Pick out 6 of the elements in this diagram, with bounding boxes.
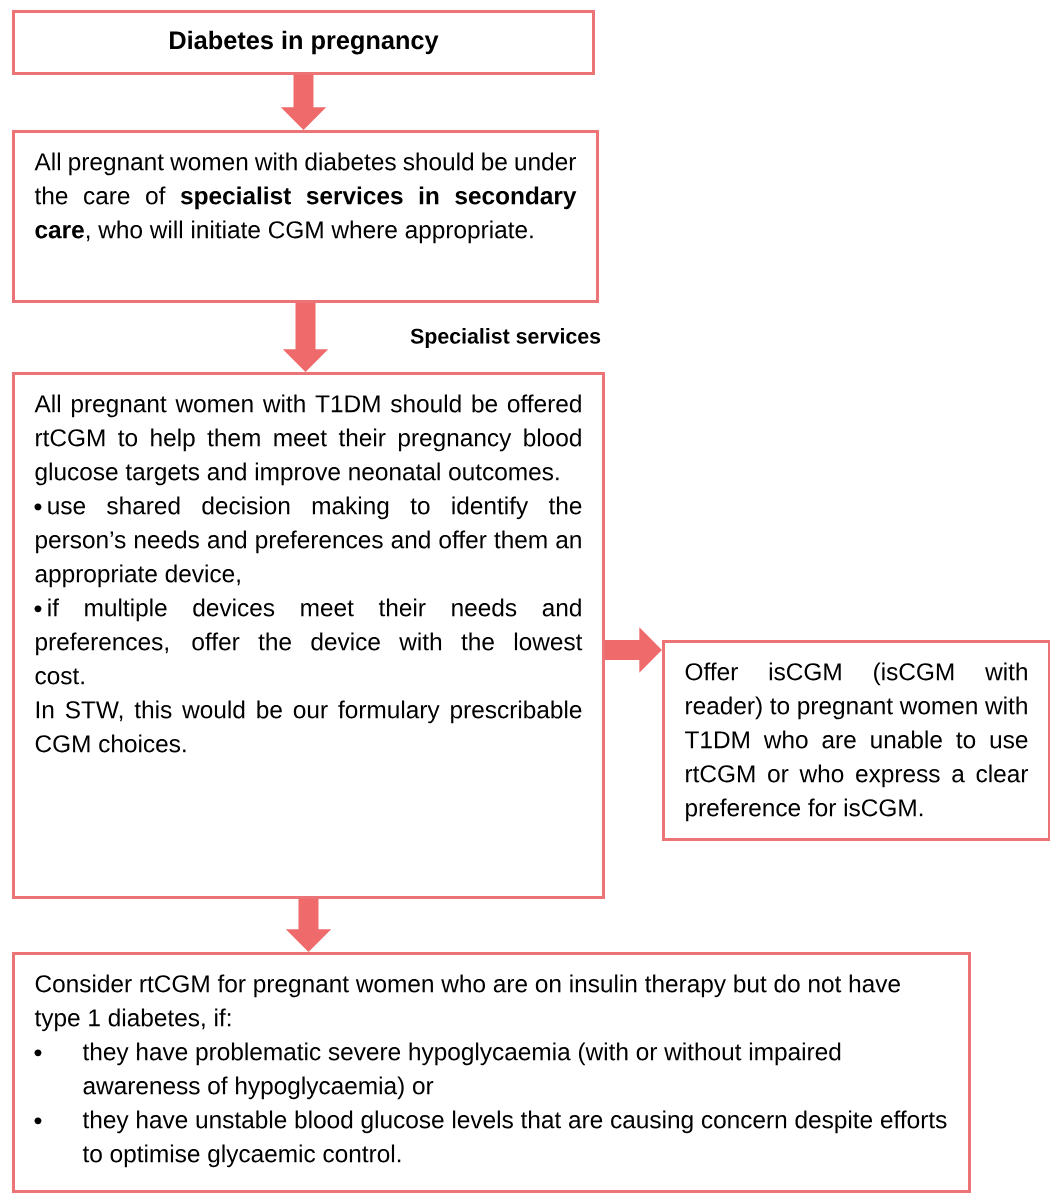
process-box: All pregnant women with T1DM should be offered rtCGM to help them meet their pregnancy blood glucose targets and improve neonatal outcomes. use shared decision making to identify the person’s needs and preferences and offer them an appropriate device, if multiple devices meet their needs and preferences, offer the device with the lowest cost. In STW, this would be our formulary prescribable CGM choices. [12, 372, 605, 899]
title-box: Diabetes in pregnancy [12, 10, 595, 75]
process-box: Offer isCGM (isCGM with reader) to pregnant women with T1DM who are unable to use rtCGM or who express a clear preference for isCGM. [662, 640, 1050, 841]
process-box: All pregnant women with diabetes should be under the care of specialist services in secondary care, who will initiate CGM where appropriate. [12, 130, 599, 303]
process-box: Consider rtCGM for pregnant women who are on insulin therapy but do not have type 1 diabetes, if: they have problematic severe hypoglycaemia (with or without impaired awareness of hypoglycaemia) or they have unstable blood glucose levels that are causing concern despite efforts to optimise glycaemic control. [12, 952, 971, 1193]
edge-label: Specialist services [410, 328, 601, 348]
